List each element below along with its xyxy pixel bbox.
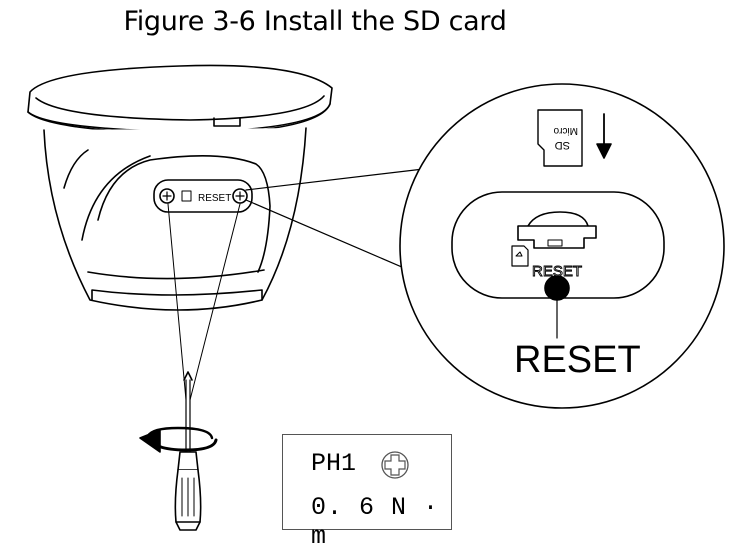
figure-title: Figure 3-6 Install the SD card — [123, 6, 507, 37]
camera-sd-cover — [153, 179, 253, 213]
screwdriver-bit-label: PH1 — [311, 449, 357, 478]
torque-spec-box: PH1 0. 6 N · m — [282, 434, 452, 551]
sd-card-small-icon — [511, 245, 529, 267]
screwdriver-guide-lines — [167, 203, 241, 401]
camera-body — [43, 127, 307, 311]
right-cover-screw-icon — [232, 188, 248, 204]
sd-slot-panel — [451, 191, 665, 301]
left-cover-screw-icon — [159, 188, 175, 204]
screwdriver-icon — [174, 371, 202, 531]
down-arrow-icon — [596, 113, 612, 159]
sd-card-label-sd: SD — [555, 139, 570, 151]
phillips-screw-icon — [381, 451, 409, 479]
reset-label: RESET — [514, 339, 641, 381]
slot-reset-label: RESET — [532, 263, 582, 280]
camera-reset-label: RESET — [198, 193, 231, 204]
camera-lid — [27, 64, 333, 135]
sd-card-label-micro: Micro — [553, 125, 578, 136]
torque-value: 0. 6 N · m — [311, 493, 440, 551]
sd-card-icon — [537, 109, 583, 167]
rotation-arrow-icon — [139, 426, 218, 453]
